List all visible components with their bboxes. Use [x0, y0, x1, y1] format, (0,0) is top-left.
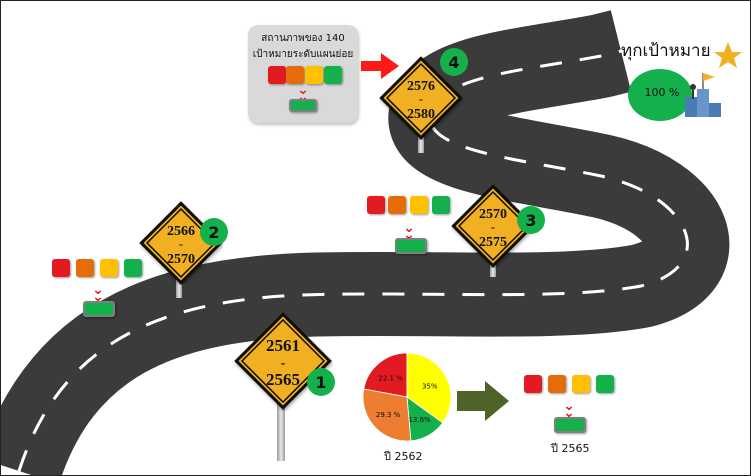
milestone-sign-4: 2576 - 2580 [379, 56, 463, 140]
sign-3-end: 2575 [479, 235, 507, 250]
svg-text:2: 2 [208, 223, 219, 242]
status-green [324, 66, 342, 84]
after-caption: ปี 2565 [551, 442, 590, 455]
milestone-sign-2: 2566 - 2570 [139, 201, 223, 285]
sign-2-dash: - [179, 237, 183, 251]
status-yellow [305, 66, 323, 84]
status-box-line-1: สถานภาพของ 140 [261, 33, 345, 44]
sign-post-3 [490, 259, 496, 277]
milestone-number-3: 3 [517, 206, 545, 234]
arrow-right-icon [457, 381, 509, 421]
target-green-box [289, 99, 317, 112]
svg-text:4: 4 [448, 53, 459, 72]
svg-text:1: 1 [315, 373, 326, 392]
chevron-down-icon: ⌄⌄ [92, 282, 104, 305]
pie-slice-3 [362, 388, 412, 442]
target-green-box [83, 301, 115, 317]
sign-4-start: 2576 [407, 79, 435, 94]
sign-3-dash: - [491, 220, 495, 234]
status-red [52, 259, 70, 277]
status-green [124, 259, 142, 277]
sign-post-1 [277, 401, 285, 461]
pie-label-2: 13.6% [408, 416, 431, 424]
sign-2-end: 2570 [167, 252, 195, 267]
arrow-right-icon [361, 53, 399, 79]
pie-label-0: 22.1 % [378, 374, 403, 382]
pie-label-3: 29.3 % [376, 411, 401, 419]
status-orange [388, 196, 406, 214]
status-yellow [100, 259, 118, 277]
status-orange [76, 259, 94, 277]
sign-1-end: 2565 [266, 370, 300, 389]
sign-4-end: 2580 [407, 107, 435, 122]
chevron-down-icon: ⌄⌄ [563, 398, 575, 421]
chevron-down-icon: ⌄⌄ [403, 220, 415, 243]
svg-text:3: 3 [525, 211, 536, 230]
sign-post-2 [176, 276, 182, 298]
pie-label-1: 35% [422, 382, 438, 390]
status-green [596, 375, 614, 393]
milestone-number-4: 4 [440, 48, 468, 76]
sign-3-start: 2570 [479, 207, 507, 222]
status-red [268, 66, 286, 84]
pie-slice-1 [406, 352, 452, 424]
status-red [367, 196, 385, 214]
sign-post-4 [418, 131, 424, 153]
status-box-line-2: เป้าหมายระดับแผนย่อย [252, 49, 354, 60]
milestone-number-1: 1 [307, 368, 335, 396]
status-green [432, 196, 450, 214]
sign-4-dash: - [419, 92, 423, 106]
status-red [524, 375, 542, 393]
pie-caption: ปี 2562 [384, 450, 423, 463]
status-orange [548, 375, 566, 393]
chevron-down-icon: ⌄⌄ [297, 82, 309, 105]
goal-graphic [628, 69, 721, 121]
milestone-sign-1: 2561 - 2565 [234, 312, 332, 410]
pie-slice-0 [363, 352, 408, 398]
milestone-number-2: 2 [200, 218, 228, 246]
status-legend-box: สถานภาพของ 140 เป้าหมายระดับแผนย่อย ⌄⌄ [248, 25, 358, 123]
pie-chart: 22.1 % 35% 13.6% 29.3 % [362, 352, 452, 442]
status-yellow [410, 196, 428, 214]
goal-percent: 100 % [644, 86, 680, 99]
goal-title: ทุกเป้าหมาย [621, 41, 711, 61]
star-icon [714, 42, 742, 68]
status-yellow [572, 375, 590, 393]
target-green-box [395, 238, 427, 254]
sign-1-dash: - [281, 356, 286, 371]
target-green-box [554, 417, 586, 433]
sign-1-start: 2561 [266, 336, 300, 355]
milestone-sign-3: 2570 - 2575 [451, 184, 535, 268]
sign-2-start: 2566 [167, 224, 195, 239]
status-orange [286, 66, 304, 84]
